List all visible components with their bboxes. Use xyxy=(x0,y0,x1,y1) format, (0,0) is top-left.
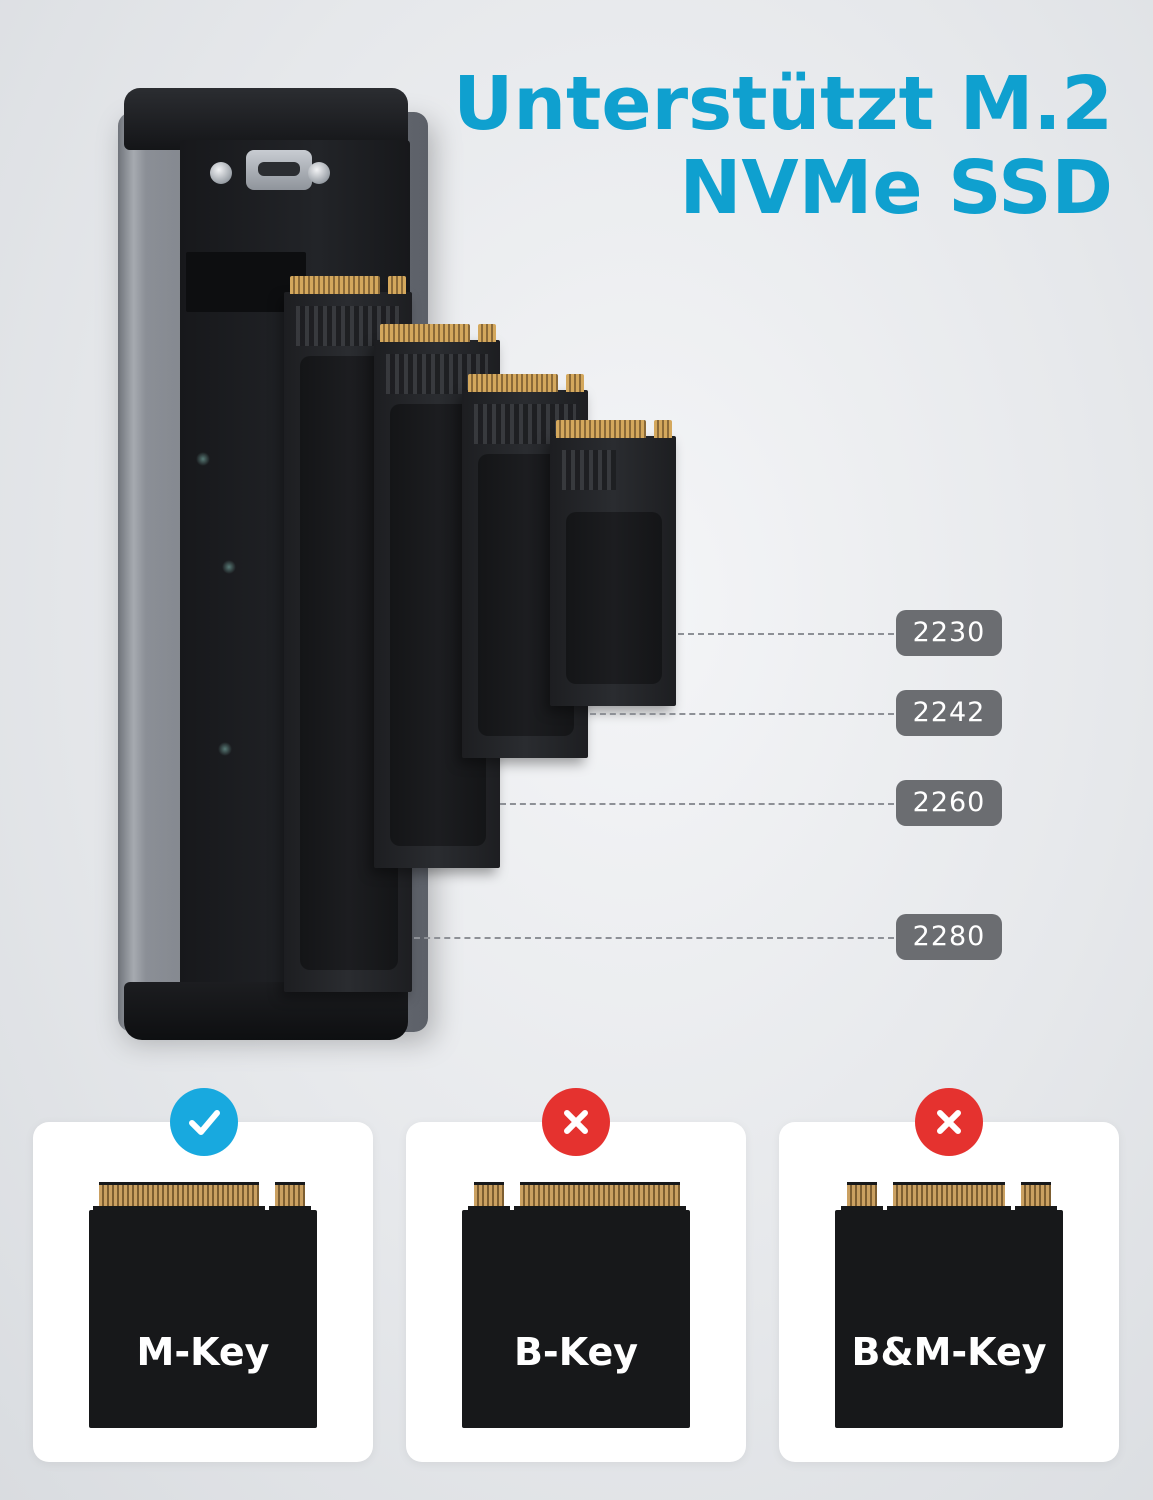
headline-line-2: NVMe SSD xyxy=(679,145,1114,231)
led-glow xyxy=(196,452,210,466)
key-card-bm-key: B&M-Key xyxy=(779,1122,1119,1462)
key-card-b-key: B-Key xyxy=(406,1122,746,1462)
size-label-2260: 2260 xyxy=(896,780,1002,826)
led-glow xyxy=(222,560,236,574)
headline-line-1: Unterstützt M.2 xyxy=(453,61,1113,147)
size-leader-line xyxy=(590,713,894,715)
size-label-2242: 2242 xyxy=(896,690,1002,736)
headline: Unterstützt M.2 NVMe SSD xyxy=(413,62,1113,230)
screw-icon xyxy=(308,162,330,184)
m-key-ssd-illustration: M-Key xyxy=(89,1182,317,1428)
key-label: B-Key xyxy=(513,1330,639,1374)
key-card-m-key: M-Key xyxy=(33,1122,373,1462)
size-label-2280: 2280 xyxy=(896,914,1002,960)
size-leader-line xyxy=(414,937,894,939)
enclosure-top-cap xyxy=(124,88,408,150)
bm-key-ssd-illustration: B&M-Key xyxy=(835,1182,1063,1428)
led-glow xyxy=(218,742,232,756)
usb-c-connector xyxy=(246,150,312,190)
ssd-module-2230 xyxy=(550,420,676,706)
cross-icon xyxy=(542,1088,610,1156)
size-label-2230: 2230 xyxy=(896,610,1002,656)
size-leader-line xyxy=(678,633,894,635)
screw-icon xyxy=(210,162,232,184)
key-label: B&M-Key xyxy=(851,1330,1047,1374)
cross-icon xyxy=(915,1088,983,1156)
b-key-ssd-illustration: B-Key xyxy=(462,1182,690,1428)
size-leader-line xyxy=(500,803,894,805)
key-label: M-Key xyxy=(136,1330,270,1374)
check-icon xyxy=(170,1088,238,1156)
